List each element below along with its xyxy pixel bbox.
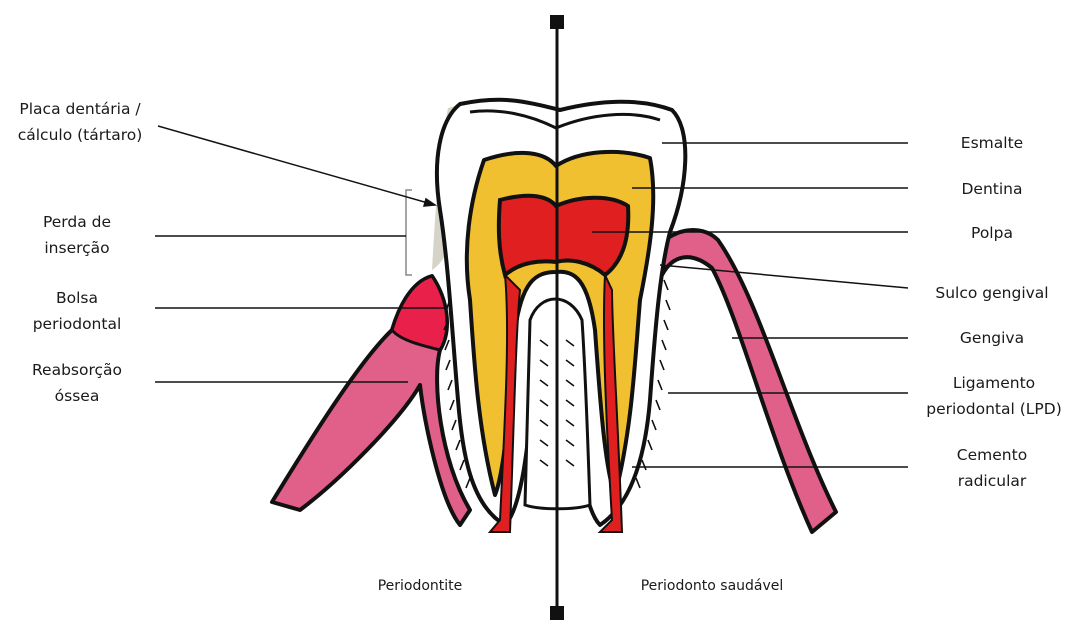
- divider-top-cap: [550, 15, 564, 29]
- label-periodontal-pocket: Bolsa periodontal: [4, 285, 150, 337]
- label-periodontal-ligament: Ligamento periodontal (LPD): [912, 370, 1076, 422]
- label-gingiva: Gengiva: [912, 325, 1072, 351]
- gingiva-right: [655, 230, 836, 532]
- label-gingival-sulcus: Sulco gengival: [912, 280, 1072, 306]
- label-plaque: Placa dentária / cálculo (tártaro): [4, 96, 156, 148]
- leader-plaque: [158, 126, 435, 205]
- label-enamel: Esmalte: [912, 130, 1072, 156]
- label-root-cementum: Cemento radicular: [912, 442, 1072, 494]
- label-bone-resorption: Reabsorção óssea: [4, 357, 150, 409]
- label-pulp: Polpa: [912, 220, 1072, 246]
- label-dentin: Dentina: [912, 176, 1072, 202]
- divider-bottom-cap: [550, 606, 564, 620]
- caption-healthy-periodontium: Periodonto saudável: [612, 573, 812, 599]
- label-attachment-loss: Perda de inserção: [4, 209, 150, 261]
- attachment-loss-bracket: [406, 190, 412, 275]
- caption-periodontitis: Periodontite: [340, 573, 500, 599]
- leader-sulcus: [660, 265, 908, 288]
